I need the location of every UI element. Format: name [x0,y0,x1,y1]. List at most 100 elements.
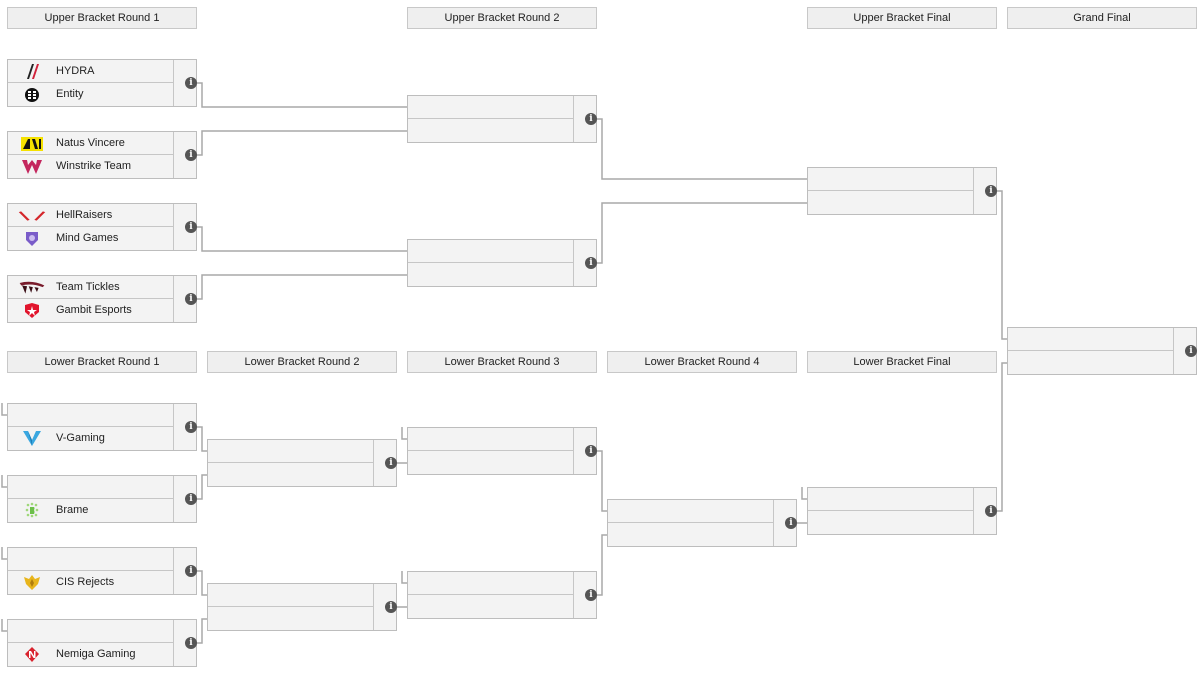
match-info-icon[interactable]: i [185,565,197,577]
match-info-icon[interactable]: i [585,589,597,601]
team-name: V-Gaming [56,432,105,444]
match-info-icon[interactable]: i [385,457,397,469]
team-name: Team Tickles [56,281,120,293]
match-lb-r4: i [607,499,797,547]
slot-empty [208,440,374,463]
team-name: Entity [56,88,84,100]
match-info-icon[interactable]: i [385,601,397,613]
slot-empty [808,168,974,191]
slot-team-nemiga[interactable]: Nemiga Gaming [8,643,174,666]
match-lb-r3-2: i [407,571,597,619]
match-lb-r3-1: i [407,427,597,475]
match-ub-r1-4: Team Tickles Gambit Esports i [7,275,197,323]
slot-empty [808,488,974,511]
team-name: Nemiga Gaming [56,648,136,660]
score-column [573,240,596,286]
match-info-icon[interactable]: i [185,637,197,649]
slot-team-navi[interactable]: Natus Vincere [8,132,174,155]
navi-logo-icon [18,135,46,152]
slot-team-entity[interactable]: Entity [8,83,174,106]
score-column [573,428,596,474]
cisrejects-logo-icon [18,574,46,591]
match-ub-r1-3: HellRaisers Mind Games i [7,203,197,251]
match-info-icon[interactable]: i [185,493,197,505]
slot-empty [408,428,574,451]
score-column [973,168,996,214]
slot-team-brame[interactable]: Brame [8,499,174,522]
match-info-icon[interactable]: i [185,149,197,161]
match-info-icon[interactable]: i [585,445,597,457]
teamtickles-logo-icon [18,279,46,296]
score-column [173,620,196,666]
slot-empty [208,463,374,486]
hydra-logo-icon [18,63,46,80]
slot-team-winstrike[interactable]: Winstrike Team [8,155,174,178]
match-info-icon[interactable]: i [985,505,997,517]
slot-empty [808,511,974,534]
score-column [373,584,396,630]
slot-empty [608,500,774,523]
match-info-icon[interactable]: i [185,77,197,89]
header-grand-final: Grand Final [1007,7,1197,29]
vgaming-logo-icon [18,430,46,447]
team-name: Mind Games [56,232,119,244]
score-column [173,204,196,250]
score-column [173,132,196,178]
slot-empty [608,523,774,546]
match-lb-final: i [807,487,997,535]
slot-empty [1008,351,1174,374]
header-lower-round-1: Lower Bracket Round 1 [7,351,197,373]
header-upper-round-1: Upper Bracket Round 1 [7,7,197,29]
match-info-icon[interactable]: i [585,257,597,269]
score-column [173,404,196,450]
winstrike-logo-icon [18,158,46,175]
match-info-icon[interactable]: i [185,221,197,233]
slot-empty [408,263,574,286]
match-info-icon[interactable]: i [985,185,997,197]
slot-empty [1008,328,1174,351]
slot-empty [408,572,574,595]
slot-empty [408,96,574,119]
team-name: Winstrike Team [56,160,131,172]
match-lb-r2-2: i [207,583,397,631]
match-lb-r1-2: Brame i [7,475,197,523]
slot-empty [408,451,574,474]
match-info-icon[interactable]: i [585,113,597,125]
entity-logo-icon [18,86,46,103]
header-lower-round-4: Lower Bracket Round 4 [607,351,797,373]
match-info-icon[interactable]: i [1185,345,1197,357]
slot-team-hellraisers[interactable]: HellRaisers [8,204,174,227]
nemiga-logo-icon [18,646,46,663]
slot-team-vgaming[interactable]: V-Gaming [8,427,174,450]
score-column [973,488,996,534]
match-lb-r1-1: V-Gaming i [7,403,197,451]
slot-team-mindgames[interactable]: Mind Games [8,227,174,250]
match-info-icon[interactable]: i [185,421,197,433]
slot-empty [408,595,574,618]
slot-empty [208,584,374,607]
score-column [573,96,596,142]
slot-empty [208,607,374,630]
hellraisers-logo-icon [18,207,46,224]
brame-logo-icon [18,502,46,519]
match-info-icon[interactable]: i [785,517,797,529]
slot-empty [8,404,174,427]
slot-team-hydra[interactable]: HYDRA [8,60,174,83]
match-ub-r2-1: i [407,95,597,143]
match-info-icon[interactable]: i [185,293,197,305]
team-name: Gambit Esports [56,304,132,316]
match-lb-r2-1: i [207,439,397,487]
slot-empty [408,119,574,142]
slot-empty [8,476,174,499]
header-lower-final: Lower Bracket Final [807,351,997,373]
match-ub-r1-1: HYDRA Entity i [7,59,197,107]
slot-team-teamtickles[interactable]: Team Tickles [8,276,174,299]
team-name: HYDRA [56,65,95,77]
header-upper-round-2: Upper Bracket Round 2 [407,7,597,29]
score-column [373,440,396,486]
slot-team-cisrejects[interactable]: CIS Rejects [8,571,174,594]
team-name: CIS Rejects [56,576,115,588]
slot-team-gambit[interactable]: Gambit Esports [8,299,174,322]
mindgames-logo-icon [18,230,46,247]
